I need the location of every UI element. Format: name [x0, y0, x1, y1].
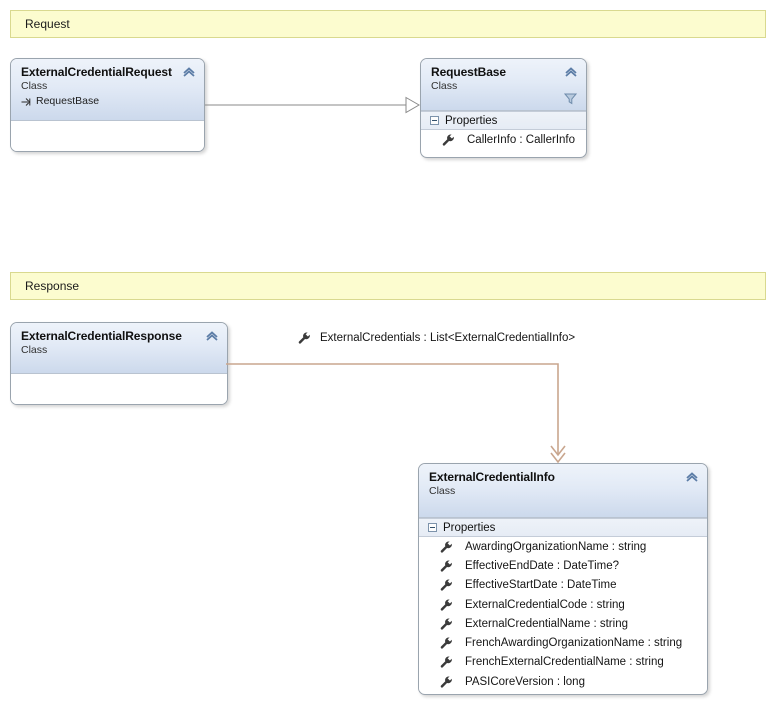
- wrench-icon: [440, 579, 452, 591]
- member-label: AwardingOrganizationName : string: [465, 540, 647, 553]
- member-label: ExternalCredentialName : string: [465, 617, 628, 630]
- class-title: ExternalCredentialResponse: [21, 329, 182, 343]
- member-label: ExternalCredentialCode : string: [465, 598, 625, 611]
- wrench-icon: [440, 656, 452, 669]
- wrench-icon: [440, 676, 452, 688]
- compartment-properties-header[interactable]: Properties: [421, 111, 586, 130]
- member-label: EffectiveEndDate : DateTime?: [465, 559, 620, 572]
- member-row[interactable]: EffectiveEndDate : DateTime?: [419, 556, 707, 575]
- class-title: ExternalCredentialRequest: [21, 65, 172, 79]
- class-shape-external-credential-request[interactable]: ExternalCredentialRequest Class RequestB…: [10, 58, 205, 152]
- member-row[interactable]: AwardingOrganizationName : string: [419, 537, 707, 556]
- group-banner-response[interactable]: Response: [10, 272, 766, 300]
- member-row[interactable]: FrenchAwardingOrganizationName : string: [419, 633, 707, 652]
- member-row[interactable]: EffectiveStartDate : DateTime: [419, 576, 707, 595]
- class-title: ExternalCredentialInfo: [429, 470, 555, 484]
- compartment-properties-header[interactable]: Properties: [419, 518, 707, 537]
- chevron-up-icon[interactable]: [564, 65, 578, 79]
- class-stereotype: Class: [21, 344, 48, 356]
- class-header: ExternalCredentialResponse Class: [11, 323, 227, 374]
- collapse-minus-icon[interactable]: [428, 523, 437, 532]
- connector-association[interactable]: [224, 358, 569, 470]
- chevron-up-icon[interactable]: [685, 470, 699, 484]
- wrench-icon: [440, 637, 452, 649]
- wrench-icon: [440, 599, 452, 611]
- wrench-icon: [442, 134, 454, 146]
- class-base-type-label: RequestBase: [36, 95, 100, 107]
- compartment-properties-label: Properties: [445, 114, 498, 127]
- connector-inheritance[interactable]: [200, 92, 426, 118]
- base-arrow-icon: [21, 97, 31, 106]
- class-body: [11, 121, 204, 151]
- member-row[interactable]: ExternalCredentialCode : string: [419, 595, 707, 614]
- wrench-icon: [440, 541, 452, 553]
- member-row[interactable]: ExternalCredentialName : string: [419, 614, 707, 633]
- class-header: ExternalCredentialInfo Class: [419, 464, 707, 518]
- class-shape-request-base[interactable]: RequestBase Class Properties CallerInfo …: [420, 58, 587, 158]
- class-header: RequestBase Class: [421, 59, 586, 111]
- member-row[interactable]: CallerInfo : CallerInfo: [421, 130, 586, 149]
- member-row[interactable]: FrenchExternalCredentialName : string: [419, 653, 707, 672]
- wrench-icon: [440, 560, 452, 572]
- class-shape-external-credential-info[interactable]: ExternalCredentialInfo Class Properties …: [418, 463, 708, 695]
- group-banner-request[interactable]: Request: [10, 10, 766, 38]
- member-row[interactable]: PASICoreVersion : long: [419, 672, 707, 691]
- member-label: PASICoreVersion : long: [465, 675, 585, 688]
- class-body: Properties CallerInfo : CallerInfo: [421, 111, 586, 150]
- chevron-up-icon[interactable]: [182, 65, 196, 79]
- association-label-text: ExternalCredentials : List<ExternalCrede…: [320, 332, 576, 344]
- member-label: FrenchExternalCredentialName : string: [465, 656, 664, 669]
- member-label: EffectiveStartDate : DateTime: [465, 579, 617, 592]
- group-banner-response-label: Response: [25, 279, 80, 293]
- compartment-properties-label: Properties: [443, 521, 496, 534]
- member-label: FrenchAwardingOrganizationName : string: [465, 637, 683, 650]
- class-body: [11, 374, 227, 404]
- funnel-icon[interactable]: [564, 92, 577, 105]
- class-stereotype: Class: [431, 80, 458, 92]
- group-banner-request-label: Request: [25, 17, 70, 31]
- class-stereotype: Class: [21, 80, 48, 92]
- chevron-up-icon[interactable]: [205, 329, 219, 343]
- collapse-minus-icon[interactable]: [430, 116, 439, 125]
- wrench-icon: [440, 618, 452, 630]
- class-body: Properties AwardingOrganizationName : st…: [419, 518, 707, 692]
- wrench-icon: [298, 332, 310, 344]
- association-label: ExternalCredentials : List<ExternalCrede…: [297, 331, 575, 345]
- member-label: CallerInfo : CallerInfo: [467, 133, 576, 146]
- class-header: ExternalCredentialRequest Class RequestB…: [11, 59, 204, 121]
- class-base-type: RequestBase: [21, 94, 194, 108]
- class-title: RequestBase: [431, 65, 506, 79]
- class-stereotype: Class: [429, 485, 456, 497]
- class-shape-external-credential-response[interactable]: ExternalCredentialResponse Class: [10, 322, 228, 405]
